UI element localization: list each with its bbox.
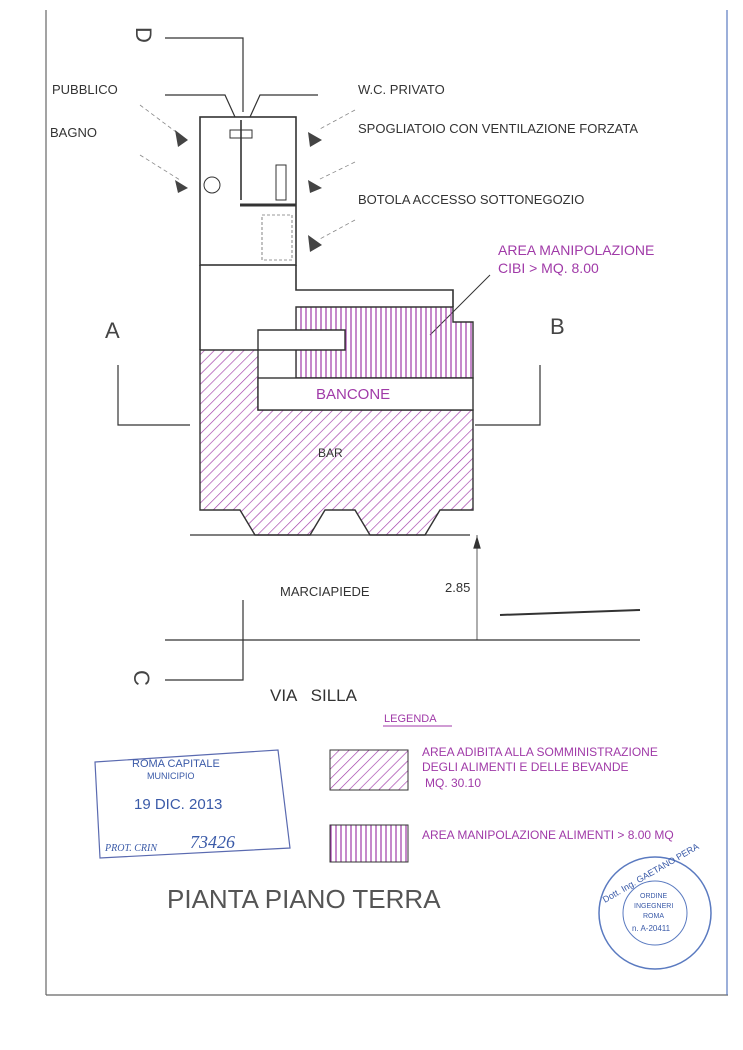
section-marker-b: B bbox=[550, 314, 565, 339]
protocol-stamp-frame bbox=[94, 749, 291, 859]
label-marciapiede: MARCIAPIEDE bbox=[280, 584, 370, 599]
stamp-line2: MUNICIPIO bbox=[147, 771, 195, 781]
legend-swatch-diagonal bbox=[329, 749, 409, 791]
seal-inner-4: n. A-20411 bbox=[632, 924, 671, 933]
seal-inner-1: ORDINE bbox=[640, 893, 668, 900]
section-marker-a: A bbox=[105, 318, 120, 343]
section-line-d bbox=[165, 37, 318, 118]
page-border bbox=[45, 10, 728, 996]
legend-swatch-vertical bbox=[329, 824, 409, 863]
label-bar: BAR bbox=[318, 446, 343, 460]
dimension-label: 2.85 bbox=[445, 580, 471, 595]
stamp-date: 19 DIC. 2013 bbox=[134, 796, 223, 813]
label-wc-privato: W.C. PRIVATO bbox=[358, 82, 445, 97]
stamp-prot-label: PROT. CRIN bbox=[105, 843, 158, 854]
label-spogliatoio: SPOGLIATOIO CON VENTILAZIONE FORZATA bbox=[358, 121, 639, 136]
stamp-line1: ROMA CAPITALE bbox=[132, 758, 220, 770]
label-pubblico: PUBBLICO bbox=[52, 82, 118, 97]
street-lines bbox=[117, 365, 641, 681]
service-rooms bbox=[199, 116, 454, 350]
label-botola: BOTOLA ACCESSO SOTTONEGOZIO bbox=[358, 192, 585, 207]
label-area-manipolazione-2: CIBI > MQ. 8.00 bbox=[498, 260, 599, 276]
legend-item-1-line3: MQ. 30.10 bbox=[425, 776, 482, 790]
legend-item-1-line2: DEGLI ALIMENTI E DELLE BEVANDE bbox=[422, 760, 629, 774]
label-arrows bbox=[139, 104, 356, 252]
label-bagno: BAGNO bbox=[50, 125, 97, 140]
label-bancone: BANCONE bbox=[316, 386, 391, 403]
engineer-seal bbox=[598, 856, 712, 970]
food-handling-area bbox=[257, 306, 474, 379]
legend-item-1-line1: AREA ADIBITA ALLA SOMMINISTRAZIONE bbox=[422, 745, 658, 759]
section-marker-d: D bbox=[130, 27, 156, 43]
section-marker-c: C bbox=[128, 670, 154, 686]
stamp-prot-number: 73426 bbox=[190, 832, 235, 852]
page-title: PIANTA PIANO TERRA bbox=[167, 884, 441, 914]
legend-item-2-line1: AREA MANIPOLAZIONE ALIMENTI > 8.00 MQ bbox=[422, 828, 674, 842]
seal-inner-2: INGEGNERI bbox=[634, 903, 674, 910]
seal-inner-3: ROMA bbox=[643, 913, 664, 920]
bar-serving-area bbox=[199, 349, 474, 536]
legend-title: LEGENDA bbox=[384, 713, 437, 725]
label-area-manipolazione-1: AREA MANIPOLAZIONE bbox=[498, 242, 655, 258]
label-street: VIA SILLA bbox=[270, 686, 357, 705]
